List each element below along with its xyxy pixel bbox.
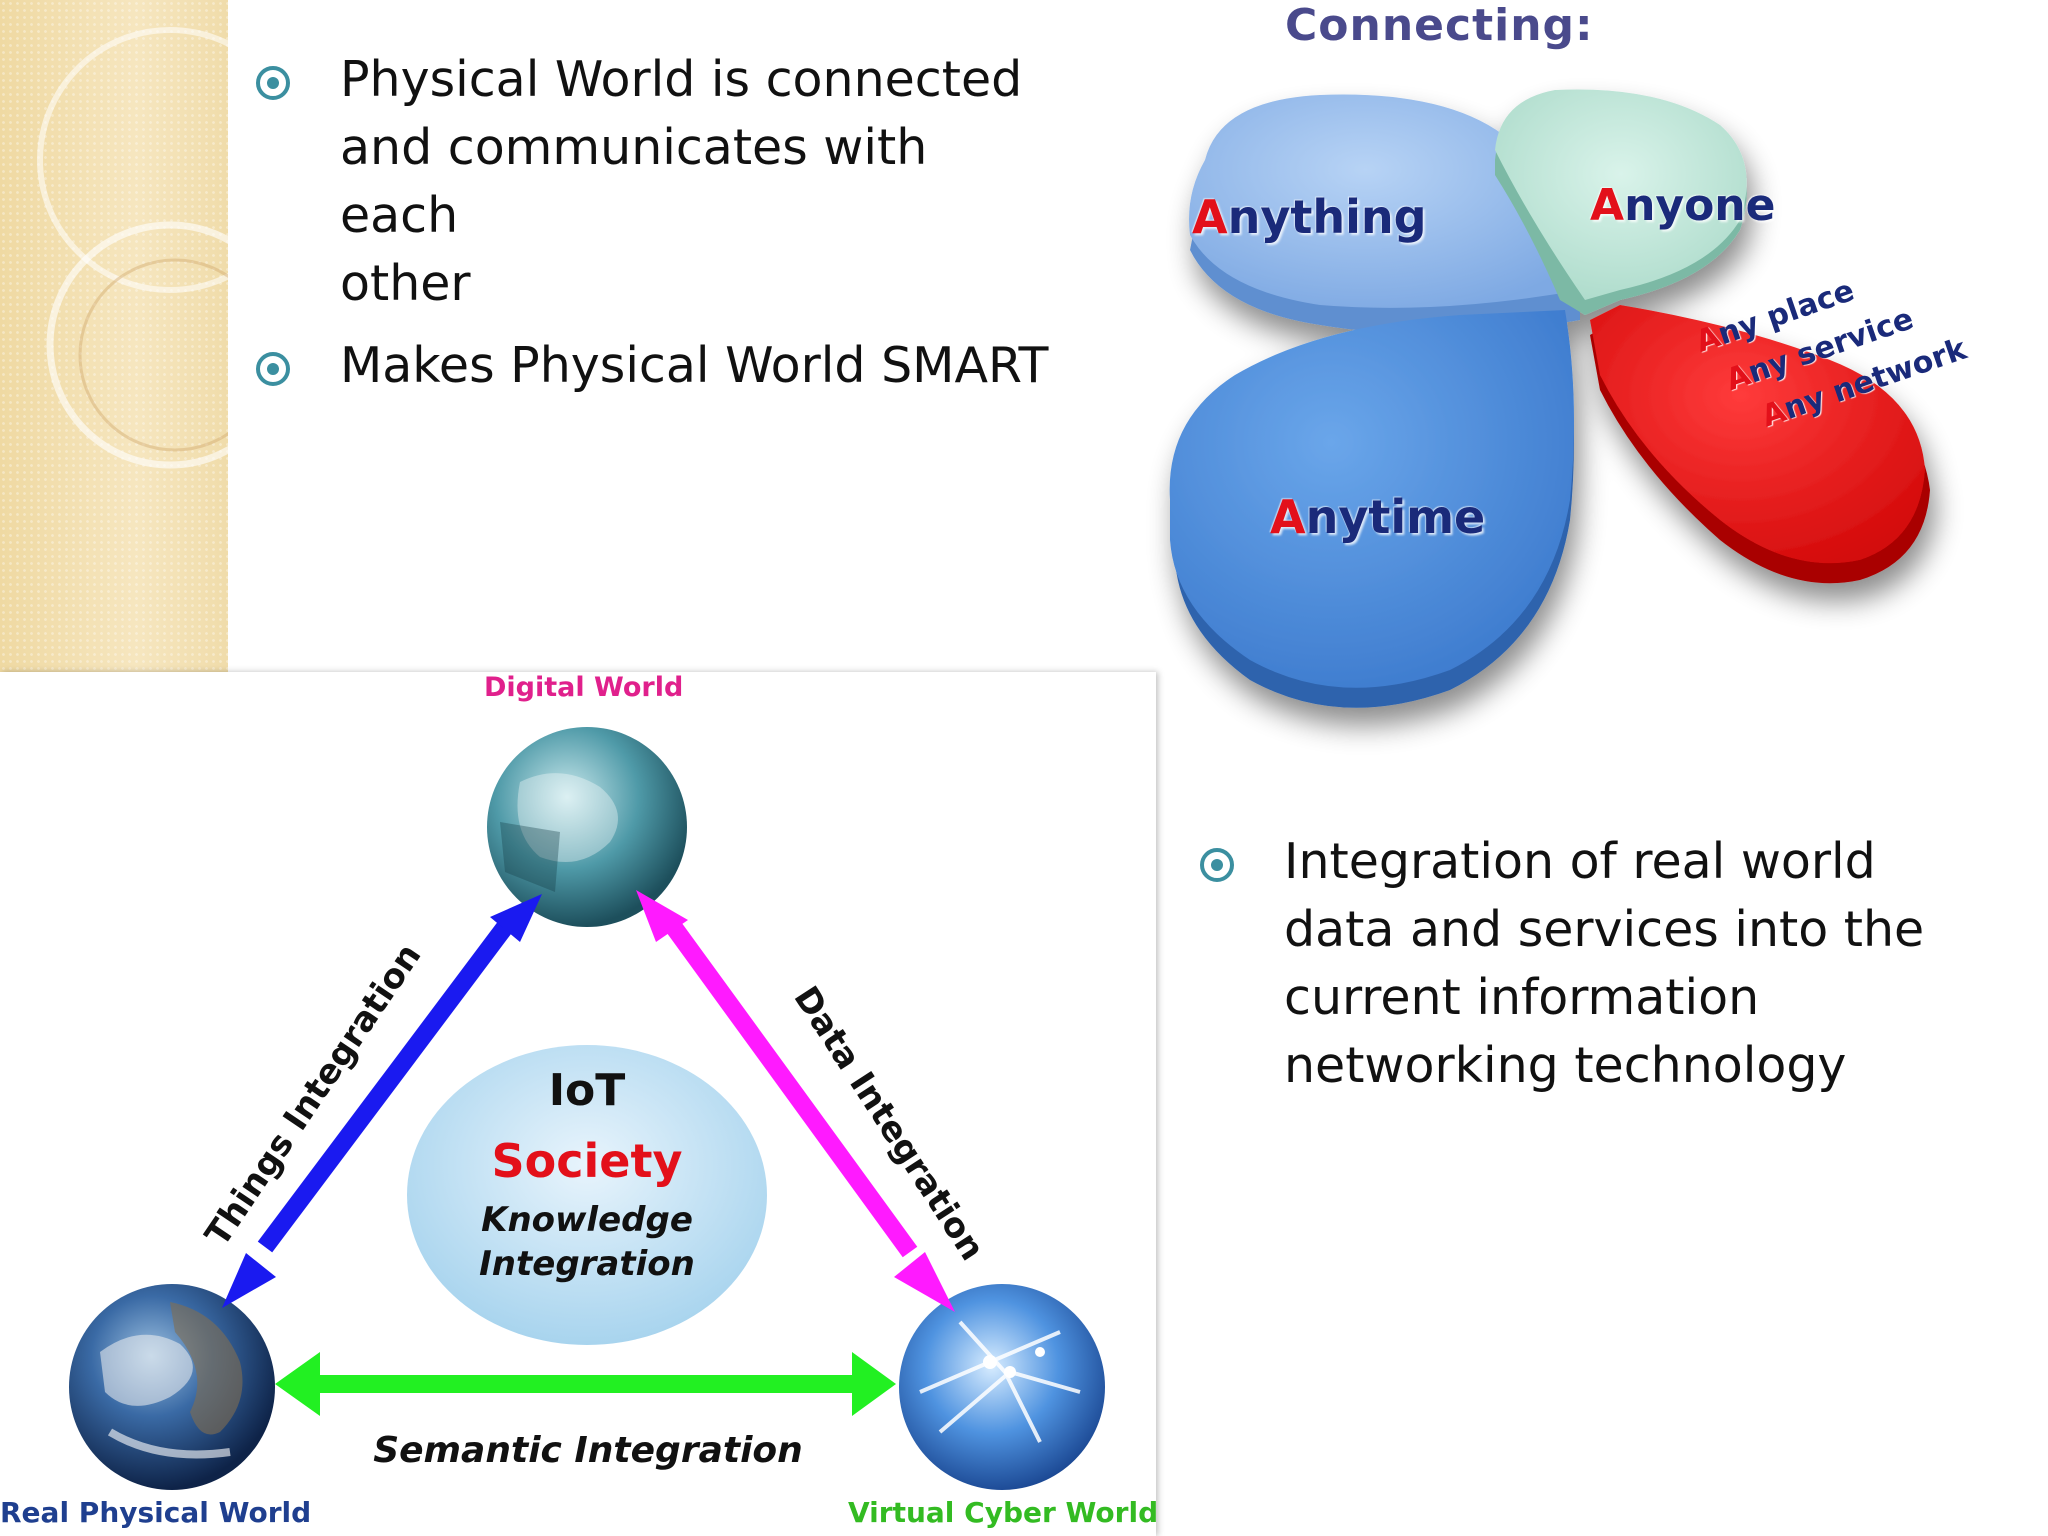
bullet-circle-icon	[256, 66, 290, 100]
bullet-line: and communicates with each	[340, 119, 928, 244]
iot-diagram-graphics	[69, 727, 1105, 1490]
bullet-line: current information	[1284, 969, 1760, 1026]
center-iot-label: IoT	[548, 1065, 626, 1116]
bullet-item: Physical World is connected and communic…	[250, 46, 1050, 318]
real-physical-world-label: Real Physical World	[0, 1496, 312, 1529]
bullet-list-top: Physical World is connected and communic…	[250, 46, 1050, 400]
bullet-line: networking technology	[1284, 1037, 1847, 1094]
decorative-rings	[37, 27, 228, 469]
decorative-strip	[0, 0, 228, 672]
bullet-line: other	[340, 255, 471, 312]
bullet-line: data and services into the	[1284, 901, 1925, 958]
bullet-circle-icon	[1200, 848, 1234, 882]
bullet-item: Integration of real world data and servi…	[1198, 828, 2018, 1100]
petal-label-anytime: Anytime	[1270, 490, 1486, 544]
center-ellipse	[407, 1045, 767, 1345]
center-integration-label: Integration	[479, 1244, 695, 1284]
connecting-petal-diagram	[1020, 0, 2048, 800]
bullet-circle-icon	[256, 352, 290, 386]
petal-shapes	[1169, 89, 1930, 708]
semantic-integration-label: Semantic Integration	[373, 1430, 803, 1471]
center-knowledge-label: Knowledge	[481, 1200, 693, 1240]
bullet-list-right: Integration of real world data and servi…	[1198, 828, 2018, 1100]
real-physical-world-globe	[69, 1284, 275, 1490]
bullet-line: Physical World is connected	[340, 51, 1023, 108]
connecting-title: Connecting:	[1285, 0, 1594, 51]
digital-world-globe	[487, 727, 687, 927]
data-integration-arrow	[636, 890, 955, 1312]
virtual-cyber-world-label: Virtual Cyber World	[848, 1496, 1159, 1529]
semantic-integration-arrow	[275, 1352, 896, 1416]
bullet-line: Integration of real world	[1284, 833, 1876, 890]
things-integration-arrow	[222, 894, 542, 1308]
virtual-cyber-world-globe	[899, 1284, 1105, 1490]
petal-label-anyone: Anyone	[1590, 180, 1776, 231]
iot-integration-diagram: Digital World Real Physical World Virtua…	[0, 672, 1159, 1536]
center-society-label: Society	[491, 1134, 683, 1188]
bullet-item: Makes Physical World SMART	[250, 332, 1050, 400]
petal-label-anything: Anything	[1192, 190, 1427, 244]
digital-world-label: Digital World	[484, 672, 684, 703]
bullet-line: Makes Physical World SMART	[340, 337, 1049, 394]
